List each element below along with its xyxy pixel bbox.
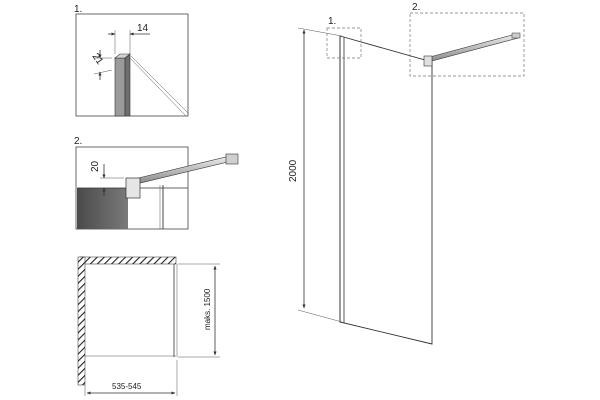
callout-2-label: 2. (412, 2, 420, 13)
dim-14-text: 14 (137, 23, 149, 34)
dim-width-text: 535-545 (112, 382, 142, 391)
detail-1-frame (75, 13, 189, 117)
detail-1-label: 1. (74, 4, 82, 15)
main-glass-panel (339, 35, 433, 345)
dim-20-text: 20 (90, 160, 101, 172)
dim-14: 14 (108, 23, 150, 54)
dim-height-text: 2000 (288, 159, 299, 182)
detail-2: 2. 20 (74, 136, 239, 230)
detail-1-profile (114, 53, 189, 117)
detail-1: 1. 14 21 (74, 4, 189, 117)
dim-depth: maks. 1500 (178, 263, 220, 358)
callout-2: 2. (409, 2, 525, 77)
main-view: 2000 1. 2. (288, 2, 525, 345)
dim-20: 20 (90, 160, 124, 196)
plan-view: maks. 1500 535-545 (77, 256, 220, 396)
detail-2-label: 2. (74, 136, 82, 147)
wall-section (77, 188, 128, 229)
dim-21: 21 (90, 50, 113, 80)
plan-wall-top (79, 256, 177, 265)
dim-height: 2000 (288, 29, 306, 309)
callout-1-label: 1. (328, 16, 336, 27)
callout-1: 1. (326, 16, 362, 59)
callout-1-box (326, 27, 362, 59)
callout-2-box (409, 12, 525, 77)
dim-width: 535-545 (84, 360, 178, 396)
main-stabilizer-bar (423, 32, 521, 67)
dim-depth-text: maks. 1500 (203, 288, 212, 330)
detail-2-bar (125, 153, 239, 199)
plan-wall-left (77, 256, 86, 386)
dim-21-text: 21 (90, 51, 106, 67)
